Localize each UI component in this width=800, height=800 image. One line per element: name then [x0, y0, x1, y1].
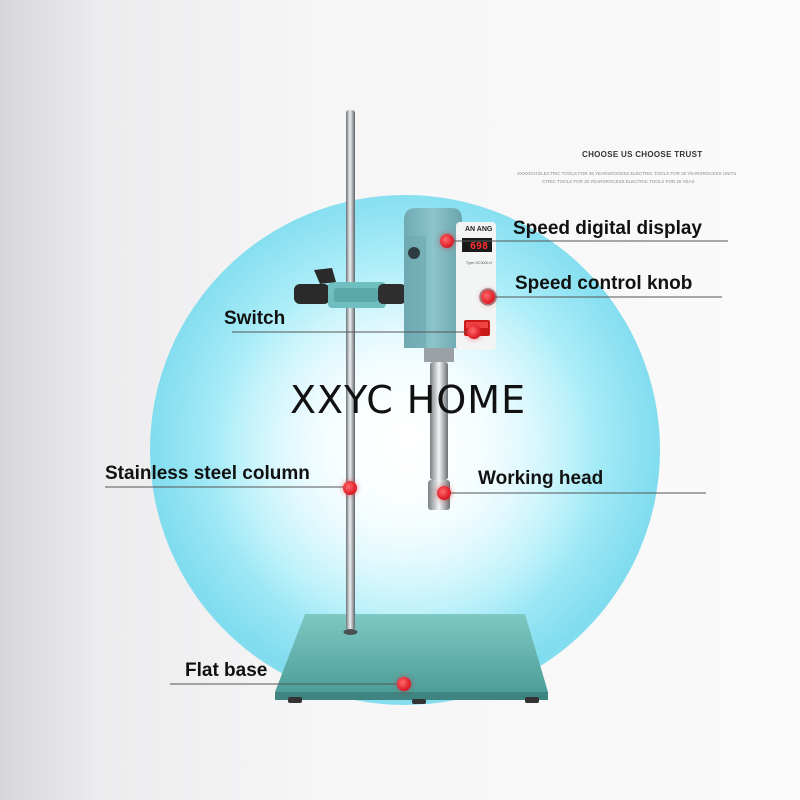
label-switch: Switch: [224, 308, 286, 329]
control-panel: [456, 222, 496, 350]
label-column: Stainless steel column: [105, 463, 310, 484]
column-socket: [343, 629, 358, 635]
clamp-knob: [294, 284, 330, 304]
head-collar: [424, 348, 454, 362]
base-foot: [412, 699, 426, 704]
brand-subtitle-line2: CTRIC TOOLS FOR 30 YEARSROCESS ELECTRIC …: [542, 179, 695, 184]
marker-display: [440, 234, 454, 248]
base-foot: [288, 697, 302, 703]
label-speed-knob: Speed control knob: [515, 273, 693, 294]
brand-subtitle-line1: XXXX/GH ELECTRIC TOOLS FOR 36 YEARSROCES…: [517, 171, 737, 176]
marker-knob: [481, 290, 495, 304]
label-working-head: Working head: [478, 468, 604, 489]
working-head-shaft: [430, 362, 448, 480]
brand-title: CHOOSE US CHOOSE TRUST: [582, 150, 703, 159]
watermark: XXYC HOME: [290, 378, 527, 422]
display-value: 698: [470, 241, 488, 252]
marker-working-head: [437, 486, 451, 500]
label-speed-display: Speed digital display: [513, 218, 702, 239]
device-logo: AN ANG: [465, 226, 493, 233]
vent-hole: [408, 247, 420, 259]
label-base: Flat base: [185, 660, 268, 681]
clamp-screw: [378, 284, 406, 304]
model-text: Type: HC3000-H: [466, 261, 493, 265]
base-foot: [525, 697, 539, 703]
marker-column: [343, 481, 357, 495]
stainless-column: [346, 110, 355, 630]
base-top: [275, 614, 548, 692]
marker-switch: [467, 325, 481, 339]
clamp-lever: [314, 268, 336, 284]
base-edge: [275, 692, 548, 700]
marker-base: [397, 677, 411, 691]
